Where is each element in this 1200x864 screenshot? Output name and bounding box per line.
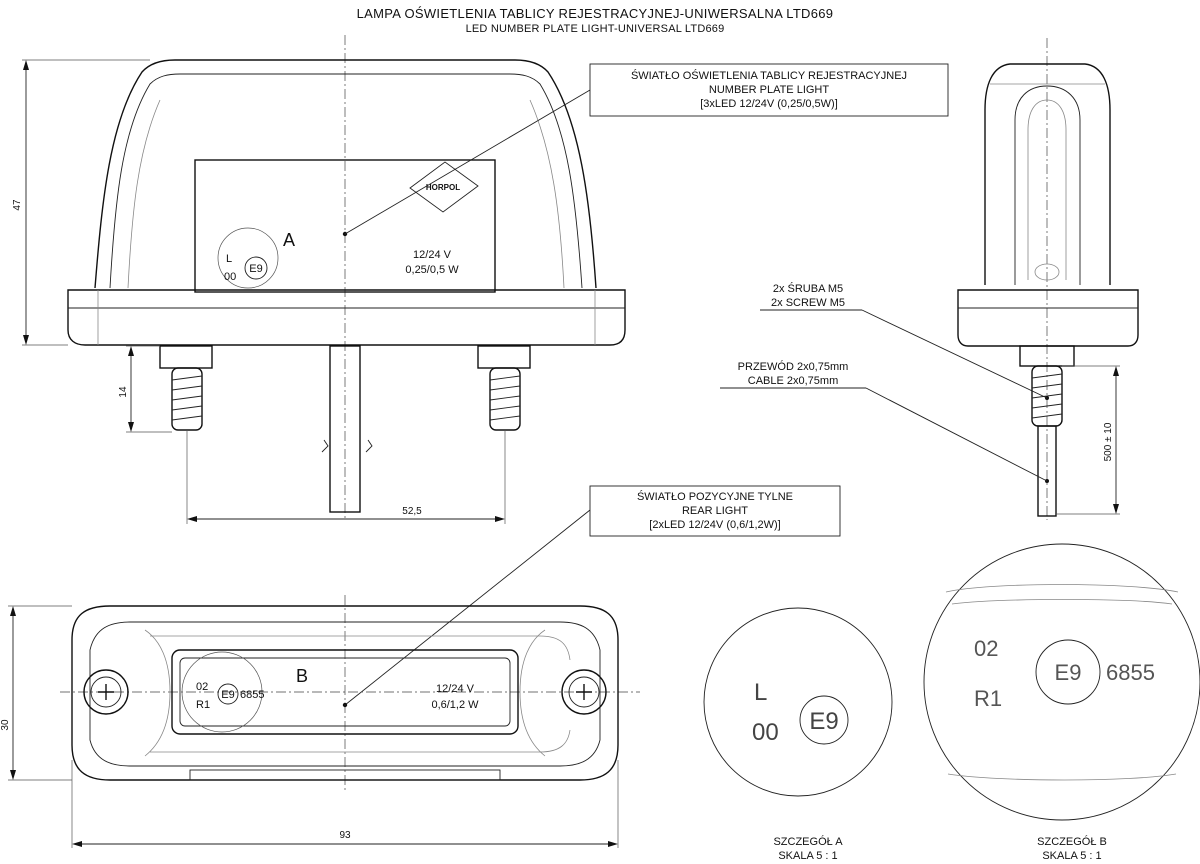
detail-b-mark-02: 02 [974, 636, 998, 661]
detail-b: 02 R1 E9 6855 SZCZEGÓŁ B SKALA 5 : 1 [923, 543, 1200, 862]
callout-cable-pl: PRZEWÓD 2x0,75mm [738, 360, 849, 373]
dim-length: 93 [339, 830, 351, 841]
front-view: HORPOL L 00 E9 A 12/24 V 0,25/0,5 W [12, 35, 626, 524]
callout-plate-light-pl: ŚWIATŁO OŚWIETLENIA TABLICY REJESTRACYJN… [631, 69, 907, 82]
detail-b-scale: SKALA 5 : 1 [1042, 850, 1101, 862]
detail-b-caption: SZCZEGÓŁ B [1037, 835, 1107, 848]
detail-b-mark-e9: E9 [1055, 660, 1082, 685]
detail-a-letter: A [283, 230, 295, 250]
detail-b-mark-6855: 6855 [1106, 660, 1155, 685]
bottom-mark-r1: R1 [196, 699, 210, 711]
callout-screw-pl: 2x ŚRUBA M5 [773, 282, 843, 295]
callout-rear-light: ŚWIATŁO POZYCYJNE TYLNE REAR LIGHT [2xLE… [344, 485, 841, 706]
title-english: LED NUMBER PLATE LIGHT-UNIVERSAL LTD669 [466, 23, 725, 35]
dim-height: 47 [12, 199, 23, 211]
front-mark-00: 00 [224, 271, 236, 283]
detail-a-mark-e9: E9 [809, 708, 838, 735]
bottom-rating-voltage: 12/24 V [436, 683, 475, 695]
title-polish: LAMPA OŚWIETLENIA TABLICY REJESTRACYJNEJ… [357, 6, 834, 21]
dim-width: 30 [0, 719, 11, 731]
detail-a-caption: SZCZEGÓŁ A [773, 835, 843, 848]
dim-spacing: 52,5 [402, 506, 422, 517]
callout-rear-light-spec: [2xLED 12/24V (0,6/1,2W)] [649, 519, 780, 531]
detail-a-scale: SKALA 5 : 1 [778, 850, 837, 862]
bottom-view: 02 R1 E9 6855 B 12/24 V 0,6/1,2 W 30 93 [0, 595, 640, 848]
callout-rear-light-en: REAR LIGHT [682, 505, 748, 517]
horpol-logo: HORPOL [409, 161, 479, 213]
logo-text: HORPOL [426, 183, 460, 192]
detail-a-mark-00: 00 [752, 719, 779, 746]
right-stud [477, 345, 531, 431]
left-screw-head [83, 669, 129, 715]
callout-cable: PRZEWÓD 2x0,75mm CABLE 2x0,75mm [720, 360, 1048, 482]
dim-cable-length: 500 ± 10 [1103, 422, 1114, 461]
front-mark-e9: E9 [249, 263, 262, 275]
bottom-mark-6855: 6855 [240, 689, 264, 701]
callout-cable-en: CABLE 2x0,75mm [748, 375, 838, 387]
side-view: 500 ± 10 [957, 38, 1139, 520]
callout-rear-light-pl: ŚWIATŁO POZYCYJNE TYLNE [637, 490, 793, 503]
right-screw-head [561, 669, 607, 715]
front-rating-voltage: 12/24 V [413, 249, 452, 261]
bottom-rating-power: 0,6/1,2 W [431, 699, 479, 711]
callout-plate-light-en: NUMBER PLATE LIGHT [709, 84, 829, 96]
callout-plate-light: ŚWIATŁO OŚWIETLENIA TABLICY REJESTRACYJN… [344, 63, 949, 235]
bottom-mark-e9: E9 [221, 689, 234, 701]
detail-a: L 00 E9 SZCZEGÓŁ A SKALA 5 : 1 [703, 607, 893, 862]
callout-plate-light-spec: [3xLED 12/24V (0,25/0,5W)] [700, 98, 838, 110]
detail-b-mark-r1: R1 [974, 686, 1002, 711]
left-stud [159, 345, 213, 431]
bottom-mark-02: 02 [196, 681, 208, 693]
callout-screw: 2x ŚRUBA M5 2x SCREW M5 [760, 282, 1048, 399]
front-rating-power: 0,25/0,5 W [405, 264, 459, 276]
front-mark-l: L [226, 253, 232, 265]
dim-stud: 14 [118, 386, 129, 398]
detail-b-letter: B [296, 666, 308, 686]
detail-a-mark-l: L [754, 679, 767, 706]
callout-screw-en: 2x SCREW M5 [771, 297, 845, 309]
